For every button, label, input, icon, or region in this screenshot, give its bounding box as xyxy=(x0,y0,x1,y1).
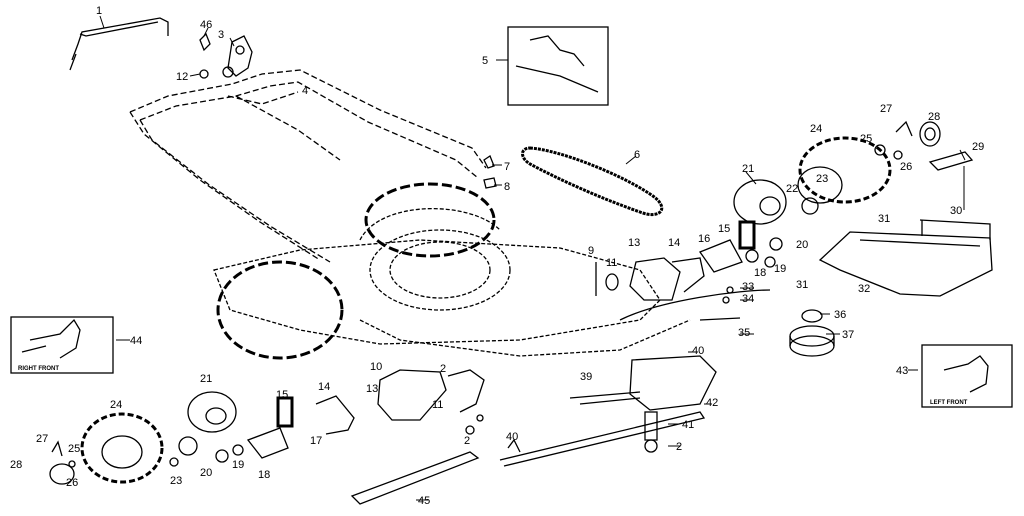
part-number-label: 17 xyxy=(310,435,322,447)
inset-box-44 xyxy=(10,316,114,374)
part-number-label: 30 xyxy=(950,205,962,217)
part-number-label: 41 xyxy=(682,419,694,431)
part-number-label: 21 xyxy=(742,163,754,175)
part-number-label: 27 xyxy=(36,433,48,445)
part-number-label: 8 xyxy=(504,181,510,193)
part-number-label: 14 xyxy=(318,381,330,393)
part-number-label: 12 xyxy=(176,71,188,83)
part-number-label: 45 xyxy=(418,495,430,507)
control-cable xyxy=(619,286,771,321)
part-number-label: 11 xyxy=(432,399,443,411)
part-number-label: 26 xyxy=(900,161,912,173)
part-number-label: 44 xyxy=(130,335,142,347)
part-number-label: 10 xyxy=(370,361,382,373)
part-number-label: 1 xyxy=(96,5,102,17)
plate-29 xyxy=(928,151,974,171)
part-number-label: 2 xyxy=(464,435,470,447)
part-number-label: 16 xyxy=(698,233,710,245)
part-number-label: 23 xyxy=(816,173,828,185)
part-number-label: 7 xyxy=(504,161,510,173)
part-number-label: 37 xyxy=(842,329,854,341)
part-number-label: 19 xyxy=(774,263,786,275)
part-number-label: 24 xyxy=(110,399,122,411)
part-number-label: 25 xyxy=(68,443,80,455)
part-number-label: 18 xyxy=(754,267,766,279)
mower-deck xyxy=(213,208,691,357)
part-number-label: 23 xyxy=(170,475,182,487)
part-number-label: 42 xyxy=(706,397,718,409)
center-bracket xyxy=(569,355,717,411)
handle-clips xyxy=(483,155,497,189)
inset-caption-right-front: RIGHT FRONT xyxy=(18,366,59,372)
part-number-label: 28 xyxy=(10,459,22,471)
part-number-label: 29 xyxy=(972,141,984,153)
part-number-label: 18 xyxy=(258,469,270,481)
shaft-41 xyxy=(644,411,658,453)
part-number-label: 2 xyxy=(676,441,682,453)
part-number-label: 25 xyxy=(860,133,872,145)
part-number-label: 11 xyxy=(606,257,617,269)
part-number-label: 15 xyxy=(276,389,288,401)
part-number-label: 2 xyxy=(440,363,446,375)
height-adjuster-center xyxy=(377,369,485,435)
part-number-label: 28 xyxy=(928,111,940,123)
part-number-label: 21 xyxy=(200,373,212,385)
part-number-label: 33 xyxy=(742,281,754,293)
pulley-36-37 xyxy=(789,309,835,357)
part-number-label: 13 xyxy=(366,383,378,395)
part-number-label: 35 xyxy=(738,327,750,339)
part-number-label: 32 xyxy=(858,283,870,295)
part-number-label: 39 xyxy=(580,371,592,383)
part-number-label: 20 xyxy=(796,239,808,251)
part-number-label: 34 xyxy=(742,293,754,305)
part-number-label: 22 xyxy=(786,183,798,195)
part-number-label: 4 xyxy=(302,85,308,97)
pin-40 xyxy=(507,438,521,453)
inset-caption-left-front: LEFT FRONT xyxy=(930,400,968,406)
part-number-label: 3 xyxy=(218,29,224,41)
part-number-label: 15 xyxy=(718,223,730,235)
right-wheel-assembly xyxy=(797,120,941,215)
latch-parts xyxy=(199,32,253,79)
deck-wheels xyxy=(216,182,496,360)
part-number-label: 31 xyxy=(796,279,808,291)
part-number-label: 40 xyxy=(692,345,704,357)
part-number-label: 19 xyxy=(232,459,244,471)
part-number-label: 24 xyxy=(810,123,822,135)
part-number-label: 31 xyxy=(878,213,890,225)
part-number-label: 26 xyxy=(66,477,78,489)
drive-gear-right xyxy=(698,220,783,273)
left-wheel-assembly xyxy=(49,391,355,485)
wheel-cover-21 xyxy=(733,179,787,225)
part-number-label: 9 xyxy=(588,245,594,257)
part-number-label: 40 xyxy=(506,431,518,443)
part-number-label: 43 xyxy=(896,365,908,377)
part-number-label: 5 xyxy=(482,55,488,67)
part-number-label: 36 xyxy=(834,309,846,321)
control-bail-part xyxy=(69,17,169,71)
part-number-label: 20 xyxy=(200,467,212,479)
mower-handle xyxy=(129,69,487,263)
drive-belt xyxy=(521,146,664,217)
height-adjuster-right xyxy=(595,257,705,301)
part-number-label: 13 xyxy=(628,237,640,249)
part-number-label: 6 xyxy=(634,149,640,161)
inset-box-43 xyxy=(921,344,1013,408)
leader-lines xyxy=(99,15,966,501)
part-number-label: 14 xyxy=(668,237,680,249)
part-number-label: 46 xyxy=(200,19,212,31)
inset-box-5 xyxy=(507,26,609,106)
axle-45 xyxy=(350,411,706,505)
rear-skirt xyxy=(818,219,993,297)
part-number-label: 27 xyxy=(880,103,892,115)
